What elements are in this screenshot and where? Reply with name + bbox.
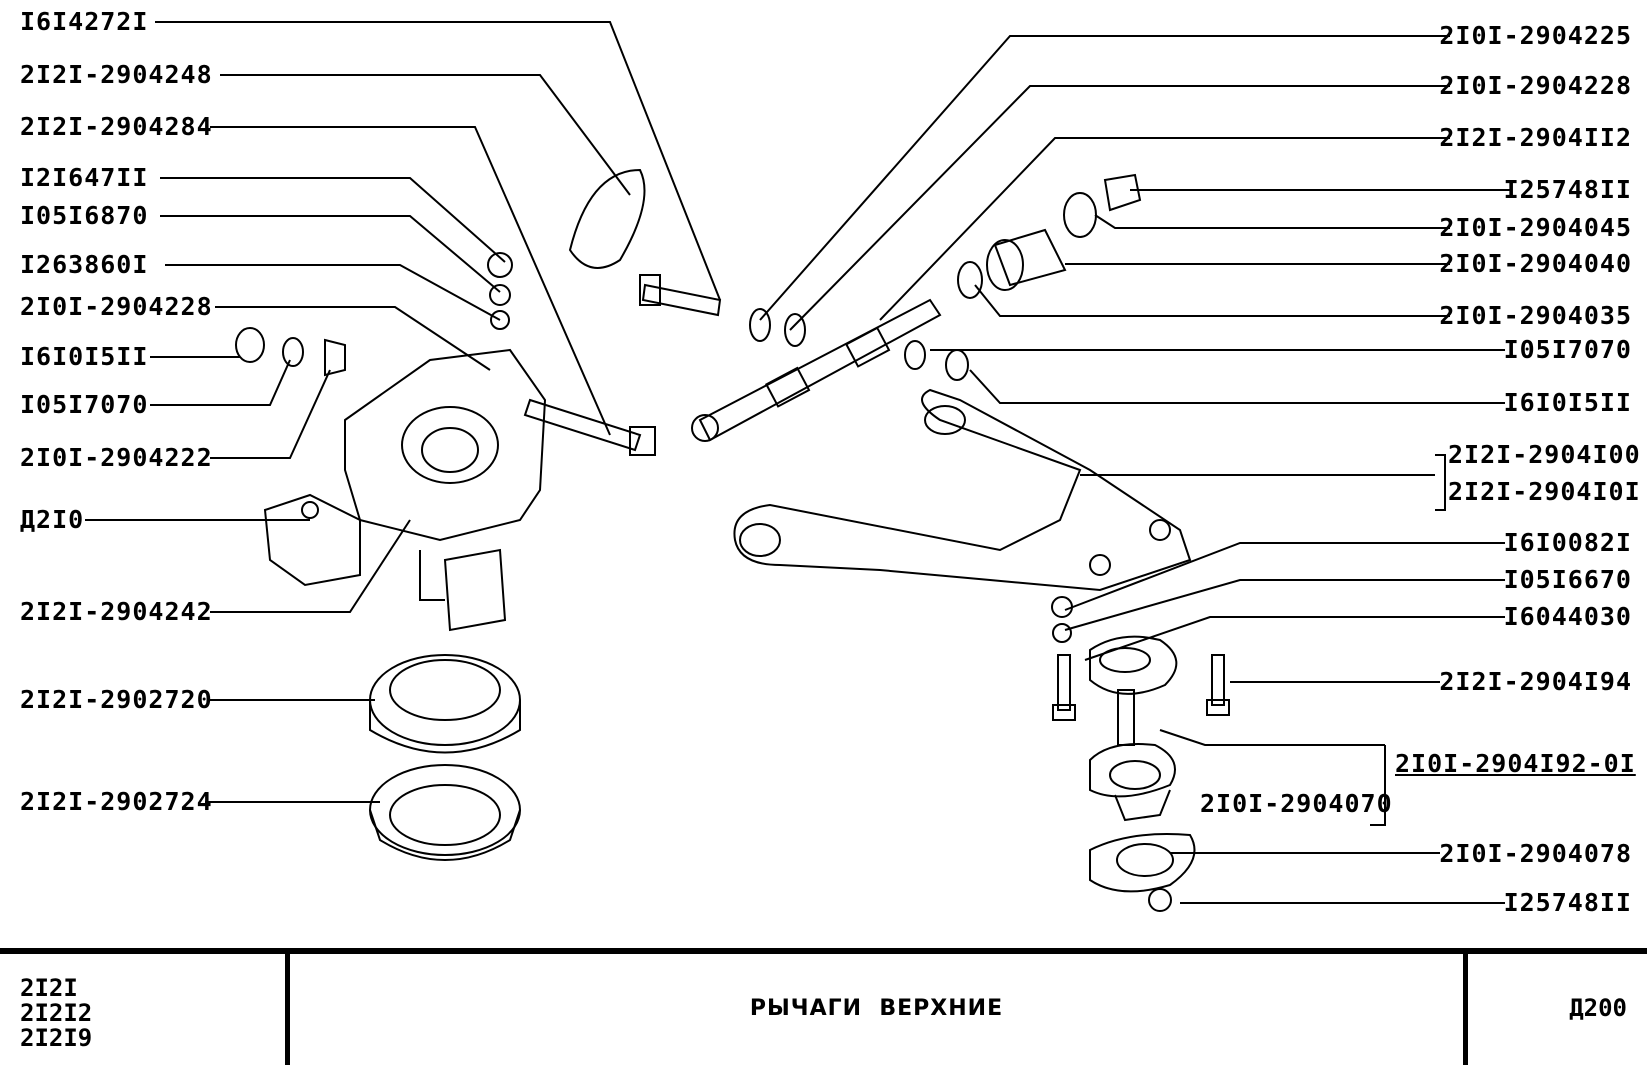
part-label: 2I2I-2904I00 (1448, 440, 1641, 469)
upper-arm (733, 388, 1192, 592)
part-label: I05I7070 (20, 390, 149, 419)
part-label: 2I0I-2904040 (1439, 249, 1632, 278)
leader-line (210, 369, 331, 459)
leader-line (150, 359, 291, 406)
sheet-number: Д200 (1569, 994, 1627, 1022)
part-label: I6044030 (1503, 602, 1632, 631)
part-label: 2I2I-2904I94 (1439, 667, 1632, 696)
part-label: I6I4272I (20, 7, 149, 36)
part-label: 2I0I-2904222 (20, 443, 213, 472)
model-code: 2I2I (20, 974, 78, 1002)
part-label: I2I647II (20, 163, 149, 192)
part-label: 2I0I-2904228 (20, 292, 213, 321)
part-label: I25748II (1503, 888, 1632, 917)
model-list: 2I2I 2I2I2 2I2I9 (20, 976, 92, 1051)
part-label: 2I2I-2904II2 (1439, 123, 1632, 152)
part-label: 2I0I-2904228 (1439, 71, 1632, 100)
spring-insulator (369, 654, 521, 754)
leader-line (1084, 616, 1505, 661)
title-block: 2I2I 2I2I2 2I2I9 РЫЧАГИ ВЕРХНИЕ Д200 (0, 948, 1647, 1065)
leader-line (1435, 454, 1446, 511)
models-cell: 2I2I 2I2I2 2I2I9 (0, 954, 290, 1065)
spring-cup (369, 764, 521, 861)
ball-joint-plate (1089, 833, 1196, 912)
leader-line (969, 369, 1505, 404)
part-label: 2I2I-2904I0I (1448, 477, 1641, 506)
bushing (904, 173, 1142, 381)
leader-line (879, 137, 1450, 321)
long-bolt (523, 398, 656, 456)
part-label: 2I0I-2904078 (1439, 839, 1632, 868)
part-label: I05I6870 (20, 201, 149, 230)
part-label: I6I0082I (1503, 528, 1632, 557)
ball-joint-housing (1089, 743, 1176, 822)
part-label: 2I0I-2904045 (1439, 213, 1632, 242)
part-label: I6I0I5II (20, 342, 149, 371)
part-label: 2I2I-2904242 (20, 597, 213, 626)
leader-line (160, 215, 501, 293)
small-nut-washers (235, 252, 513, 377)
part-label: Д2I0 (20, 505, 85, 534)
part-label: 2I0I-2904035 (1439, 301, 1632, 330)
rubber-buffer (568, 168, 646, 269)
model-code: 2I2I2 (20, 999, 93, 1027)
part-label: 2I2I-2904248 (20, 60, 213, 89)
leader-line (210, 126, 611, 436)
leader-line (974, 284, 1450, 317)
leader-line (215, 306, 491, 371)
part-label: 2I2I-2902724 (20, 787, 213, 816)
bolt (639, 274, 722, 317)
sheet-title: РЫЧАГИ ВЕРХНИЕ (749, 996, 1004, 1021)
leader-line (1159, 729, 1386, 826)
part-label: I05I6670 (1503, 565, 1632, 594)
model-code: 2I2I9 (20, 1024, 93, 1052)
leader-line (160, 177, 506, 263)
leader-line (759, 35, 1450, 321)
leader-line (165, 264, 501, 321)
leader-line (789, 85, 1450, 331)
leader-line (1064, 579, 1505, 631)
part-label: 2I2I-2904284 (20, 112, 213, 141)
leader-line (220, 74, 631, 196)
leader-line (210, 519, 411, 613)
upper-arm-axle (691, 298, 942, 442)
spring-support-housing (263, 348, 547, 632)
part-label: I25748II (1503, 175, 1632, 204)
leader-line (1094, 214, 1450, 229)
part-label: 2I0I-2904070 (1200, 789, 1393, 818)
part-label: I05I7070 (1503, 335, 1632, 364)
leader-line (1064, 542, 1505, 611)
part-label: 2I0I-2904225 (1439, 21, 1632, 50)
sheet-cell: Д200 (1468, 954, 1647, 1065)
assembly-label: 2I0I-2904I92-0I (1395, 749, 1636, 778)
part-label: I6I0I5II (1503, 388, 1632, 417)
leader-line (155, 21, 721, 301)
title-cell: РЫЧАГИ ВЕРХНИЕ (290, 954, 1468, 1065)
part-label: 2I2I-2902720 (20, 685, 213, 714)
part-label: I263860I (20, 250, 149, 279)
